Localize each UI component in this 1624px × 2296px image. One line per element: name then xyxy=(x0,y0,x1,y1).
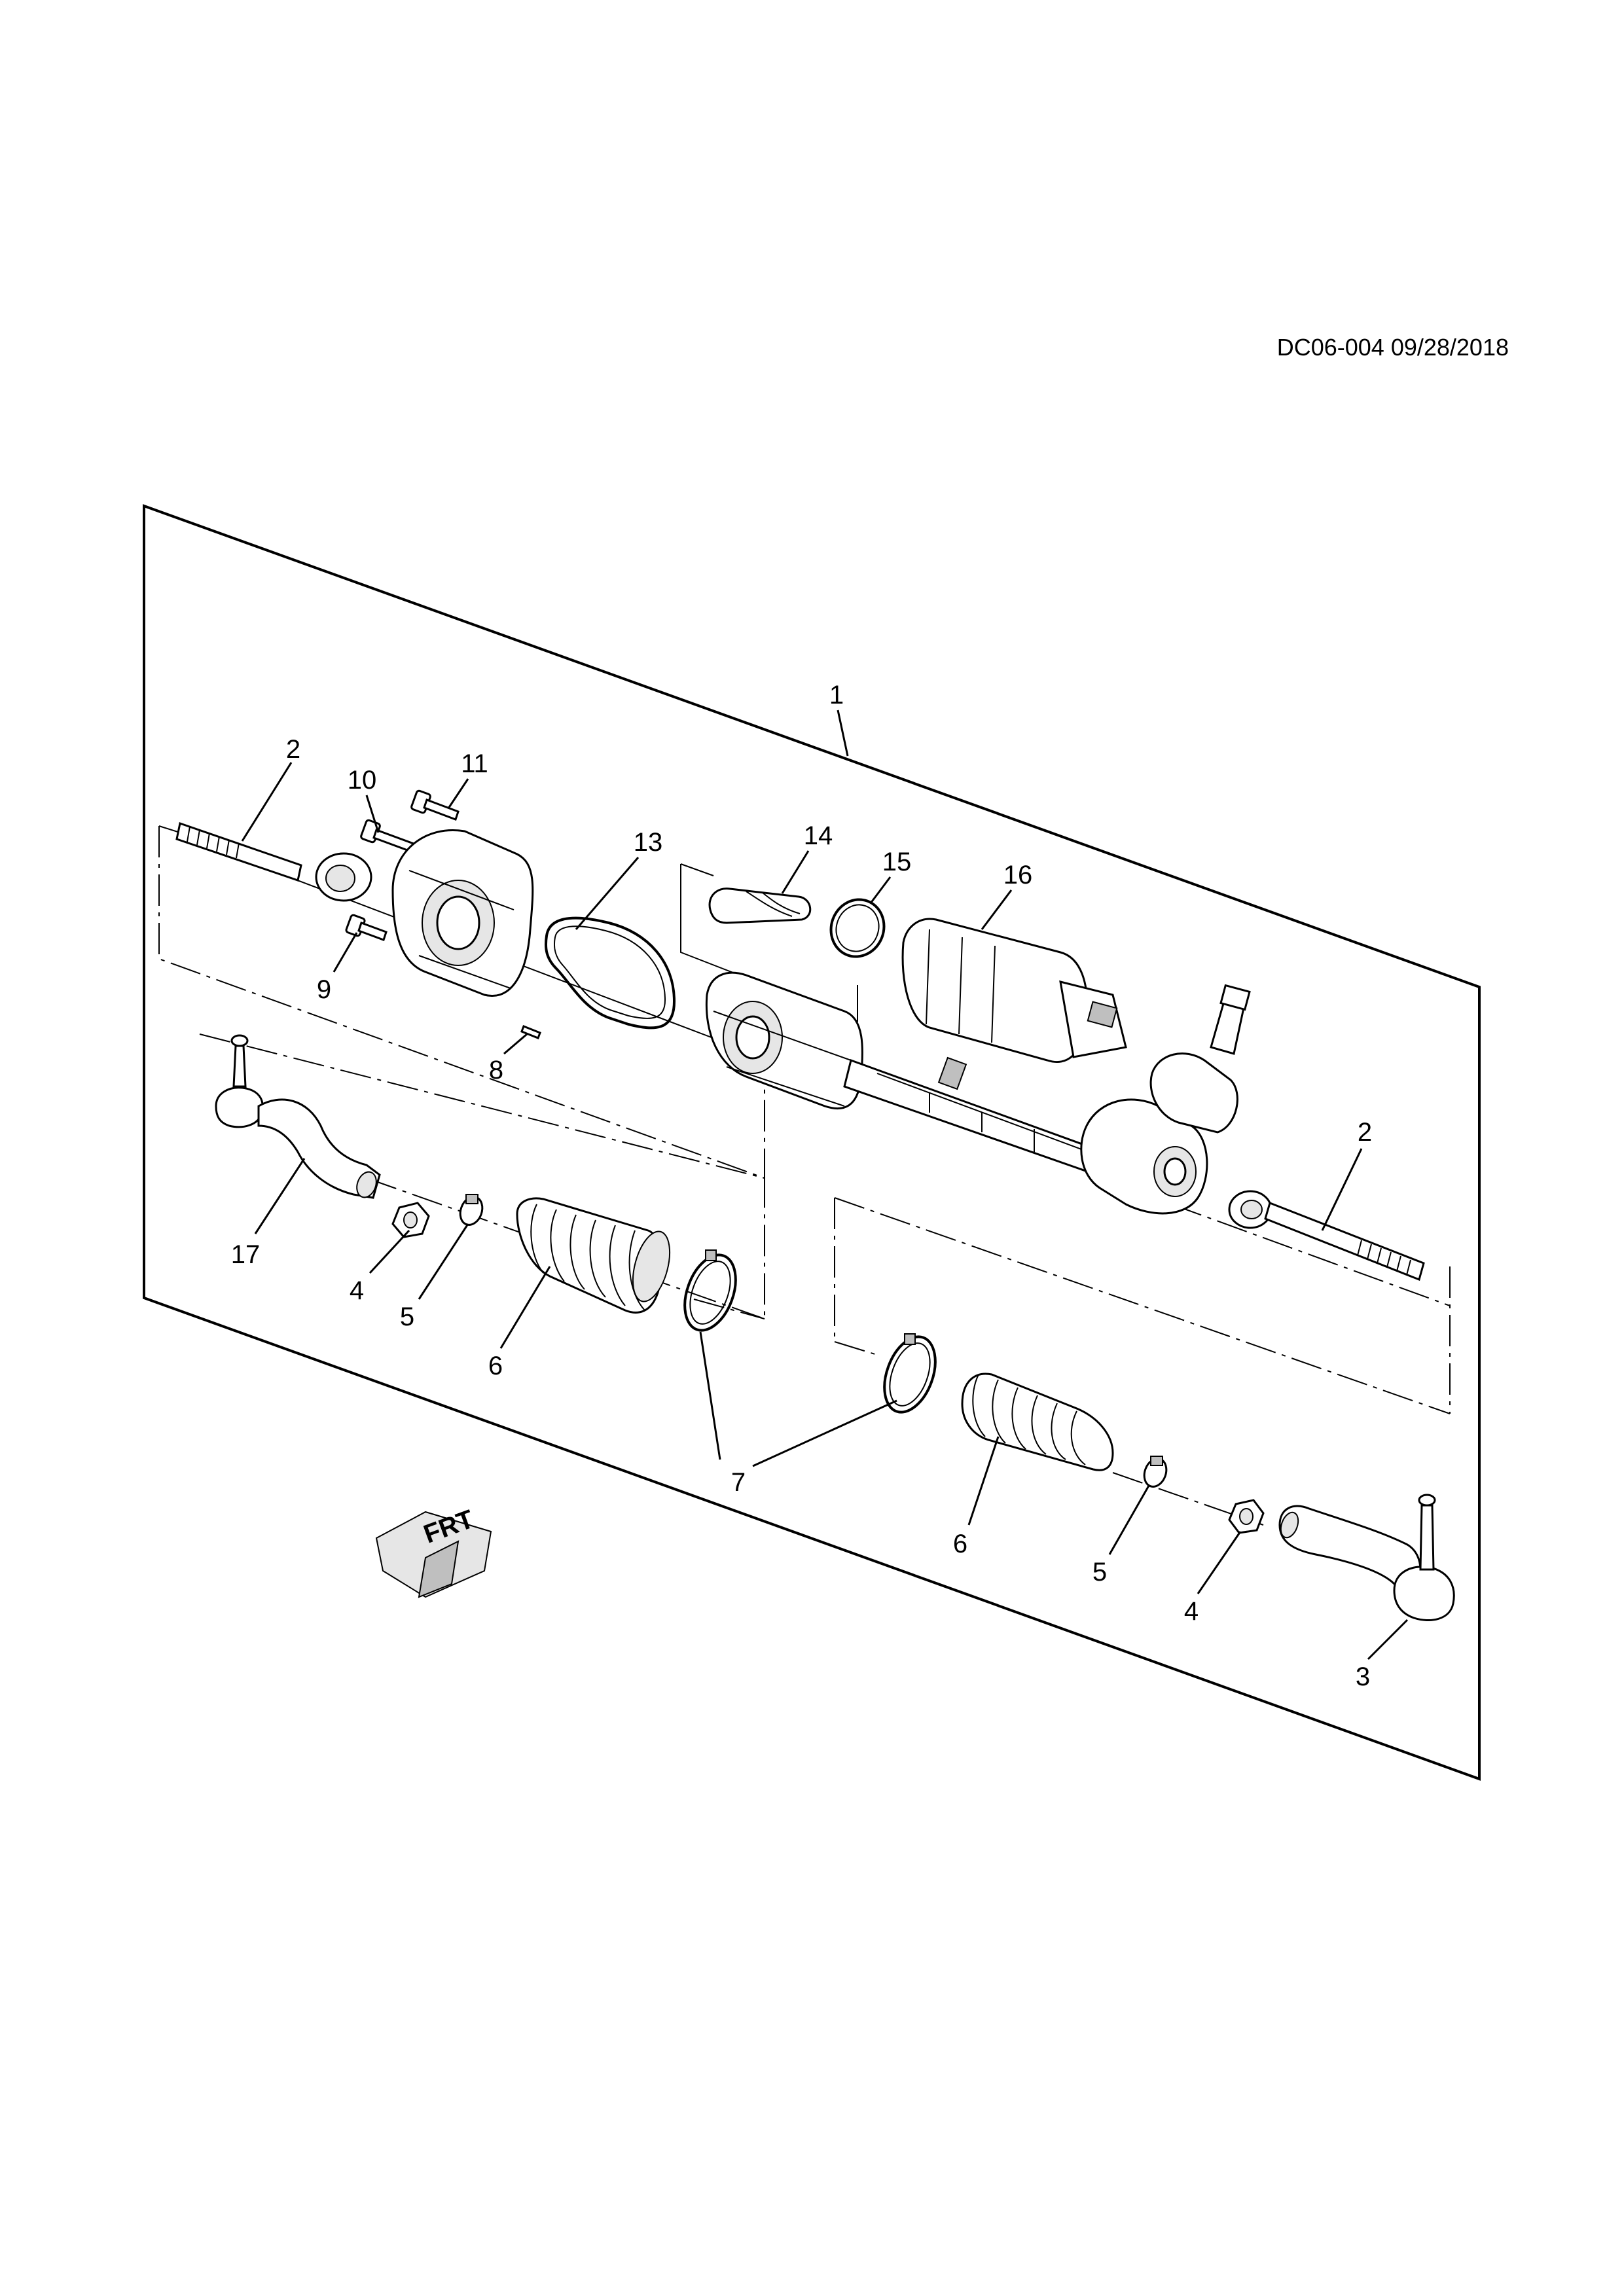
right-tie-rod-axis xyxy=(1112,1472,1264,1526)
boot-clamp-left xyxy=(683,1249,737,1332)
callout-2-right: 2 xyxy=(1358,1118,1372,1147)
nut-left xyxy=(391,1202,430,1238)
callout-8: 8 xyxy=(489,1056,503,1085)
part-14-shape xyxy=(708,888,812,924)
document-id: DC06-004 09/28/2018 xyxy=(1277,334,1509,361)
callout-5-left: 5 xyxy=(400,1302,414,1331)
leader-lines xyxy=(241,709,1409,1660)
callout-6-left: 6 xyxy=(488,1352,503,1380)
oring-15-shape xyxy=(829,898,886,958)
lower-right-bracket xyxy=(834,1197,1451,1414)
clamp-right xyxy=(1143,1456,1168,1488)
lower-left-bracket xyxy=(199,1033,765,1319)
callout-10: 10 xyxy=(348,766,377,795)
boot-right xyxy=(961,1372,1114,1471)
seal-13-shape xyxy=(544,916,676,1030)
callout-5-right: 5 xyxy=(1092,1558,1107,1587)
pin-8-shape xyxy=(520,1025,541,1039)
housing-cover xyxy=(391,829,534,997)
assembly-boundary xyxy=(143,504,1481,1781)
boot-clamp-right xyxy=(883,1333,937,1414)
pinion-housing xyxy=(1080,984,1251,1215)
outer-tie-rod-left xyxy=(215,1034,381,1199)
clamp-left xyxy=(459,1194,484,1226)
callout-15: 15 xyxy=(882,848,912,876)
motor-16-shape xyxy=(901,918,1127,1063)
boot-left xyxy=(516,1197,671,1314)
callout-16: 16 xyxy=(1003,861,1033,889)
callout-4-right: 4 xyxy=(1184,1597,1199,1626)
callout-14: 14 xyxy=(804,821,833,850)
callout-6-right: 6 xyxy=(953,1530,967,1558)
nut-right xyxy=(1228,1499,1265,1534)
callout-3: 3 xyxy=(1356,1662,1370,1691)
inner-tie-rod-right xyxy=(1228,1190,1425,1282)
callout-17: 17 xyxy=(231,1240,261,1269)
outer-tie-rod-right xyxy=(1278,1494,1455,1621)
inner-tie-rod-left xyxy=(175,822,372,902)
front-direction-arrow: FRT xyxy=(375,1505,492,1598)
callout-7: 7 xyxy=(731,1468,746,1497)
callout-9: 9 xyxy=(317,975,331,1004)
callout-11: 11 xyxy=(461,749,488,778)
callouts: 1 2 10 11 13 14 15 16 9 8 2 17 4 5 6 7 6… xyxy=(231,681,1372,1691)
bolt-11-shape xyxy=(410,789,460,821)
gear-housing xyxy=(705,971,863,1110)
rack-tube xyxy=(843,1056,1114,1179)
bolt-9-shape xyxy=(345,914,388,941)
callout-13: 13 xyxy=(634,828,663,857)
rack-axis-right xyxy=(1171,1204,1451,1306)
callout-4-left: 4 xyxy=(350,1276,364,1305)
callout-2-left: 2 xyxy=(286,735,300,764)
callout-1: 1 xyxy=(829,681,844,709)
